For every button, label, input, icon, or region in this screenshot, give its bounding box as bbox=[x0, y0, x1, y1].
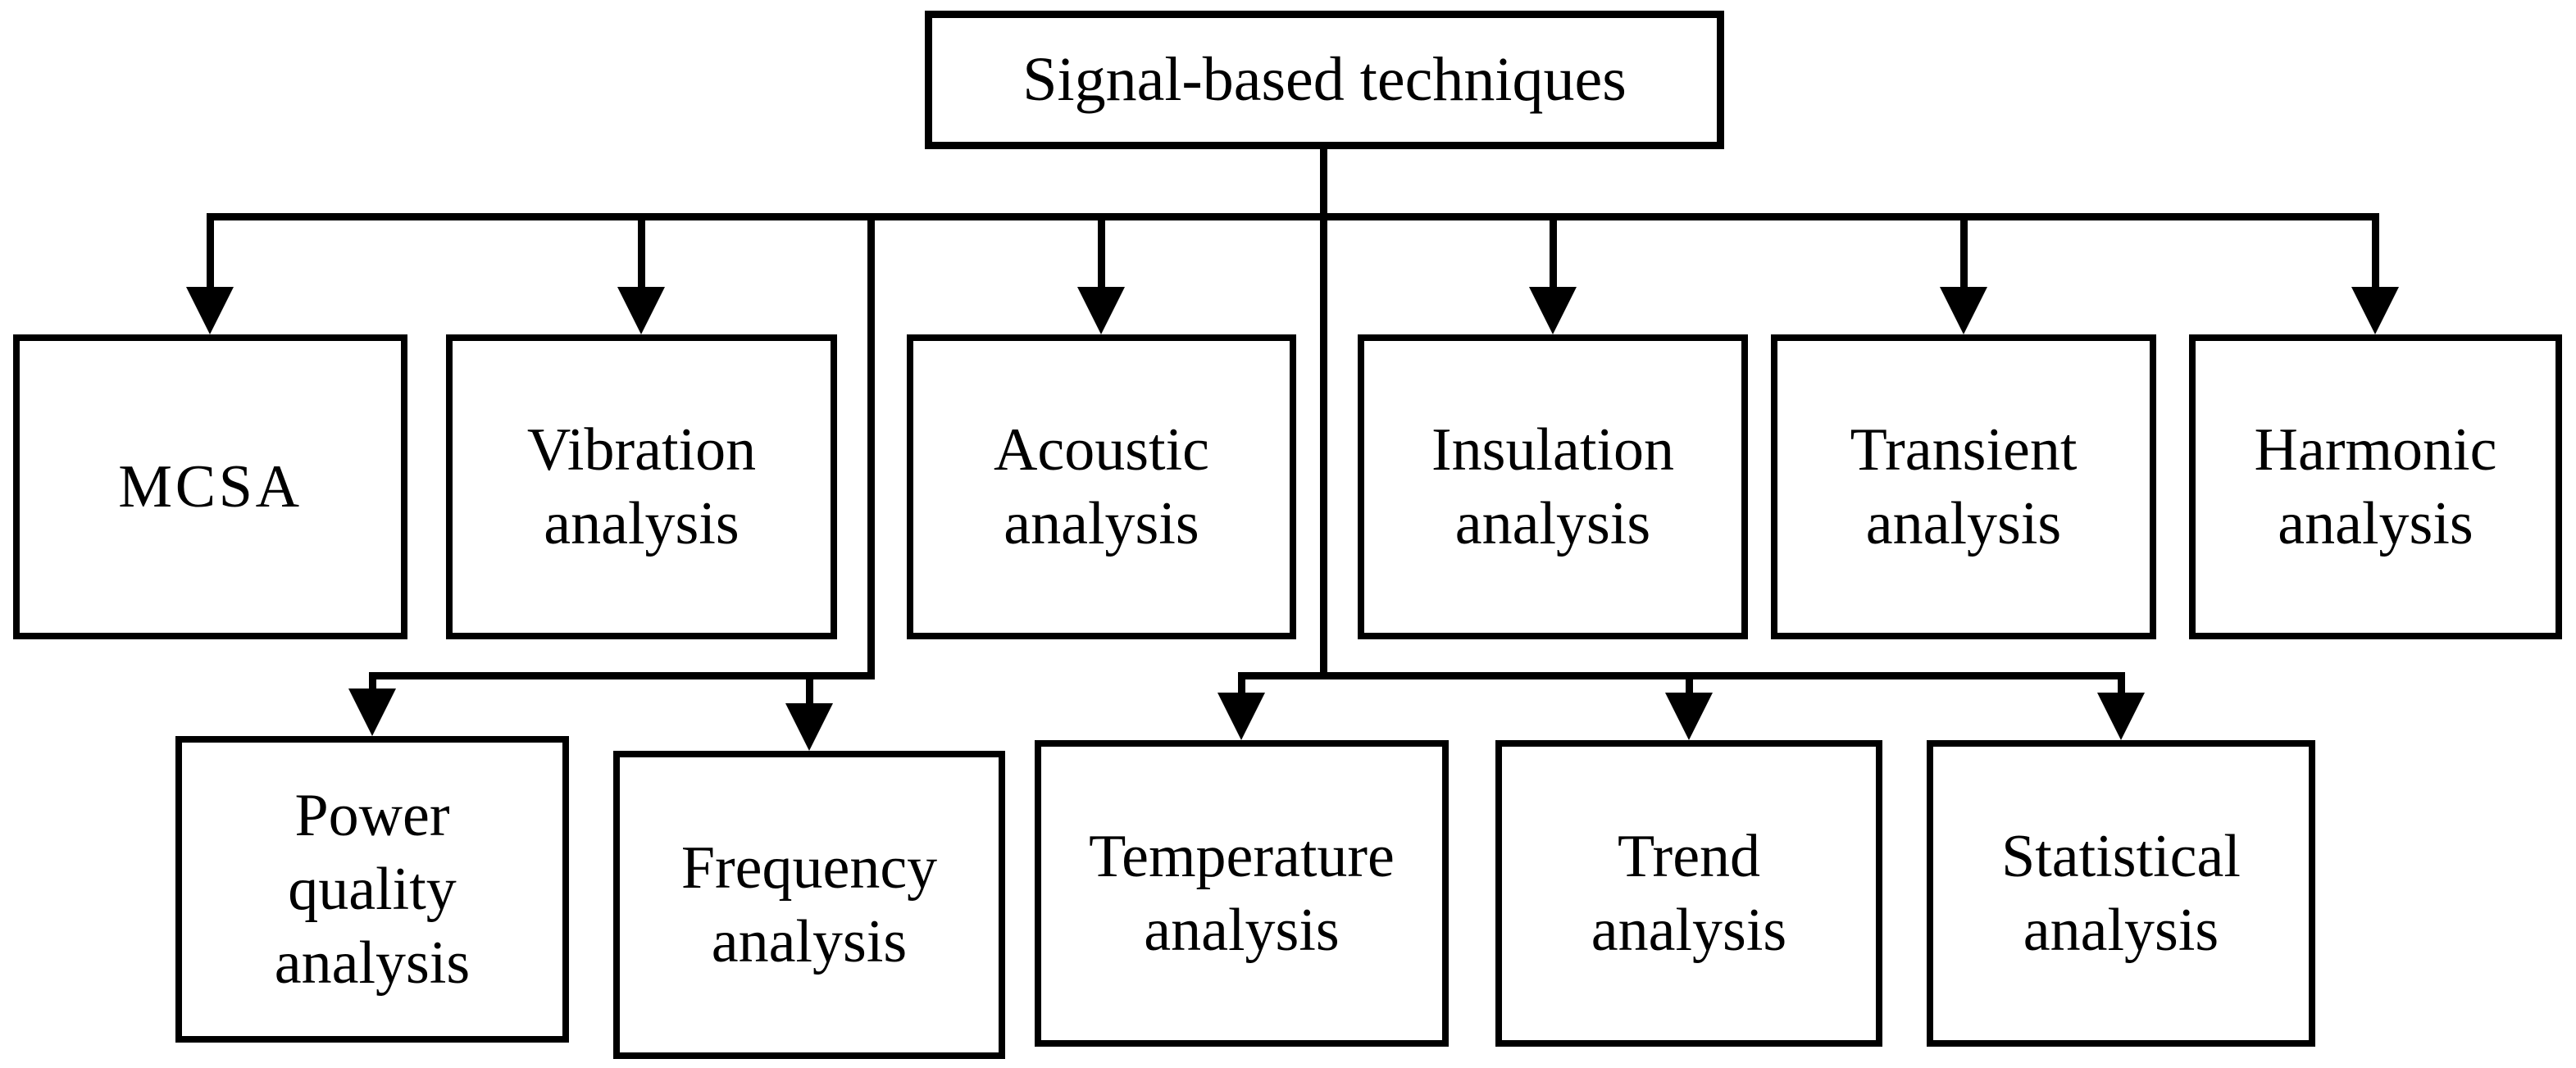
node-label: Acoustic analysis bbox=[993, 416, 1210, 557]
arrow-down-icon bbox=[1940, 287, 1987, 334]
node-temperature-analysis: Temperature analysis bbox=[1035, 740, 1449, 1047]
arrow-down-icon bbox=[2097, 693, 2145, 740]
arrow-shaft bbox=[638, 213, 645, 293]
connector-level2-left-feed bbox=[867, 213, 875, 679]
node-frequency-analysis: Frequency analysis bbox=[613, 751, 1005, 1059]
arrow-down-icon bbox=[617, 287, 665, 334]
arrow-shaft bbox=[2372, 213, 2379, 293]
arrow-shaft bbox=[806, 672, 813, 710]
node-power-quality-analysis: Power quality analysis bbox=[175, 736, 569, 1043]
node-label: Insulation analysis bbox=[1431, 416, 1674, 557]
arrow-down-icon bbox=[2351, 287, 2399, 334]
arrow-shaft bbox=[2118, 672, 2125, 699]
node-statistical-analysis: Statistical analysis bbox=[1927, 740, 2315, 1047]
node-signal-based-techniques: Signal-based techniques bbox=[925, 11, 1724, 149]
node-label: MCSA bbox=[118, 452, 303, 520]
arrow-shaft bbox=[1238, 672, 1245, 699]
arrow-down-icon bbox=[1217, 693, 1265, 740]
node-label: Statistical analysis bbox=[2001, 822, 2241, 964]
node-label: Transient analysis bbox=[1850, 416, 2078, 557]
arrow-down-icon bbox=[186, 287, 234, 334]
arrow-shaft bbox=[369, 672, 376, 695]
node-label: Temperature analysis bbox=[1089, 822, 1395, 964]
node-vibration-analysis: Vibration analysis bbox=[446, 334, 837, 639]
arrow-shaft bbox=[1960, 213, 1968, 293]
node-mcsa: MCSA bbox=[13, 334, 407, 639]
arrow-down-icon bbox=[785, 703, 833, 751]
node-harmonic-analysis: Harmonic analysis bbox=[2189, 334, 2562, 639]
arrow-down-icon bbox=[348, 689, 396, 736]
arrow-shaft bbox=[1098, 213, 1105, 293]
node-label: Trend analysis bbox=[1591, 822, 1787, 964]
node-acoustic-analysis: Acoustic analysis bbox=[907, 334, 1296, 639]
node-trend-analysis: Trend analysis bbox=[1495, 740, 1882, 1047]
node-label: Signal-based techniques bbox=[1022, 45, 1627, 115]
node-insulation-analysis: Insulation analysis bbox=[1358, 334, 1748, 639]
node-label: Harmonic analysis bbox=[2254, 416, 2497, 557]
node-transient-analysis: Transient analysis bbox=[1771, 334, 2156, 639]
connector-level1-bus bbox=[207, 213, 2378, 220]
arrow-down-icon bbox=[1529, 287, 1577, 334]
node-label: Frequency analysis bbox=[680, 834, 938, 975]
connector-trunk-vertical bbox=[1320, 146, 1327, 679]
arrow-down-icon bbox=[1077, 287, 1125, 334]
node-label: Power quality analysis bbox=[274, 781, 471, 998]
node-label: Vibration analysis bbox=[526, 416, 757, 557]
connector-level2-right-bus bbox=[1238, 672, 2125, 679]
arrow-shaft bbox=[207, 213, 214, 293]
connector-level2-left-bus bbox=[369, 672, 875, 679]
arrow-shaft bbox=[1550, 213, 1557, 293]
arrow-down-icon bbox=[1665, 693, 1713, 740]
arrow-shaft bbox=[1686, 672, 1693, 699]
